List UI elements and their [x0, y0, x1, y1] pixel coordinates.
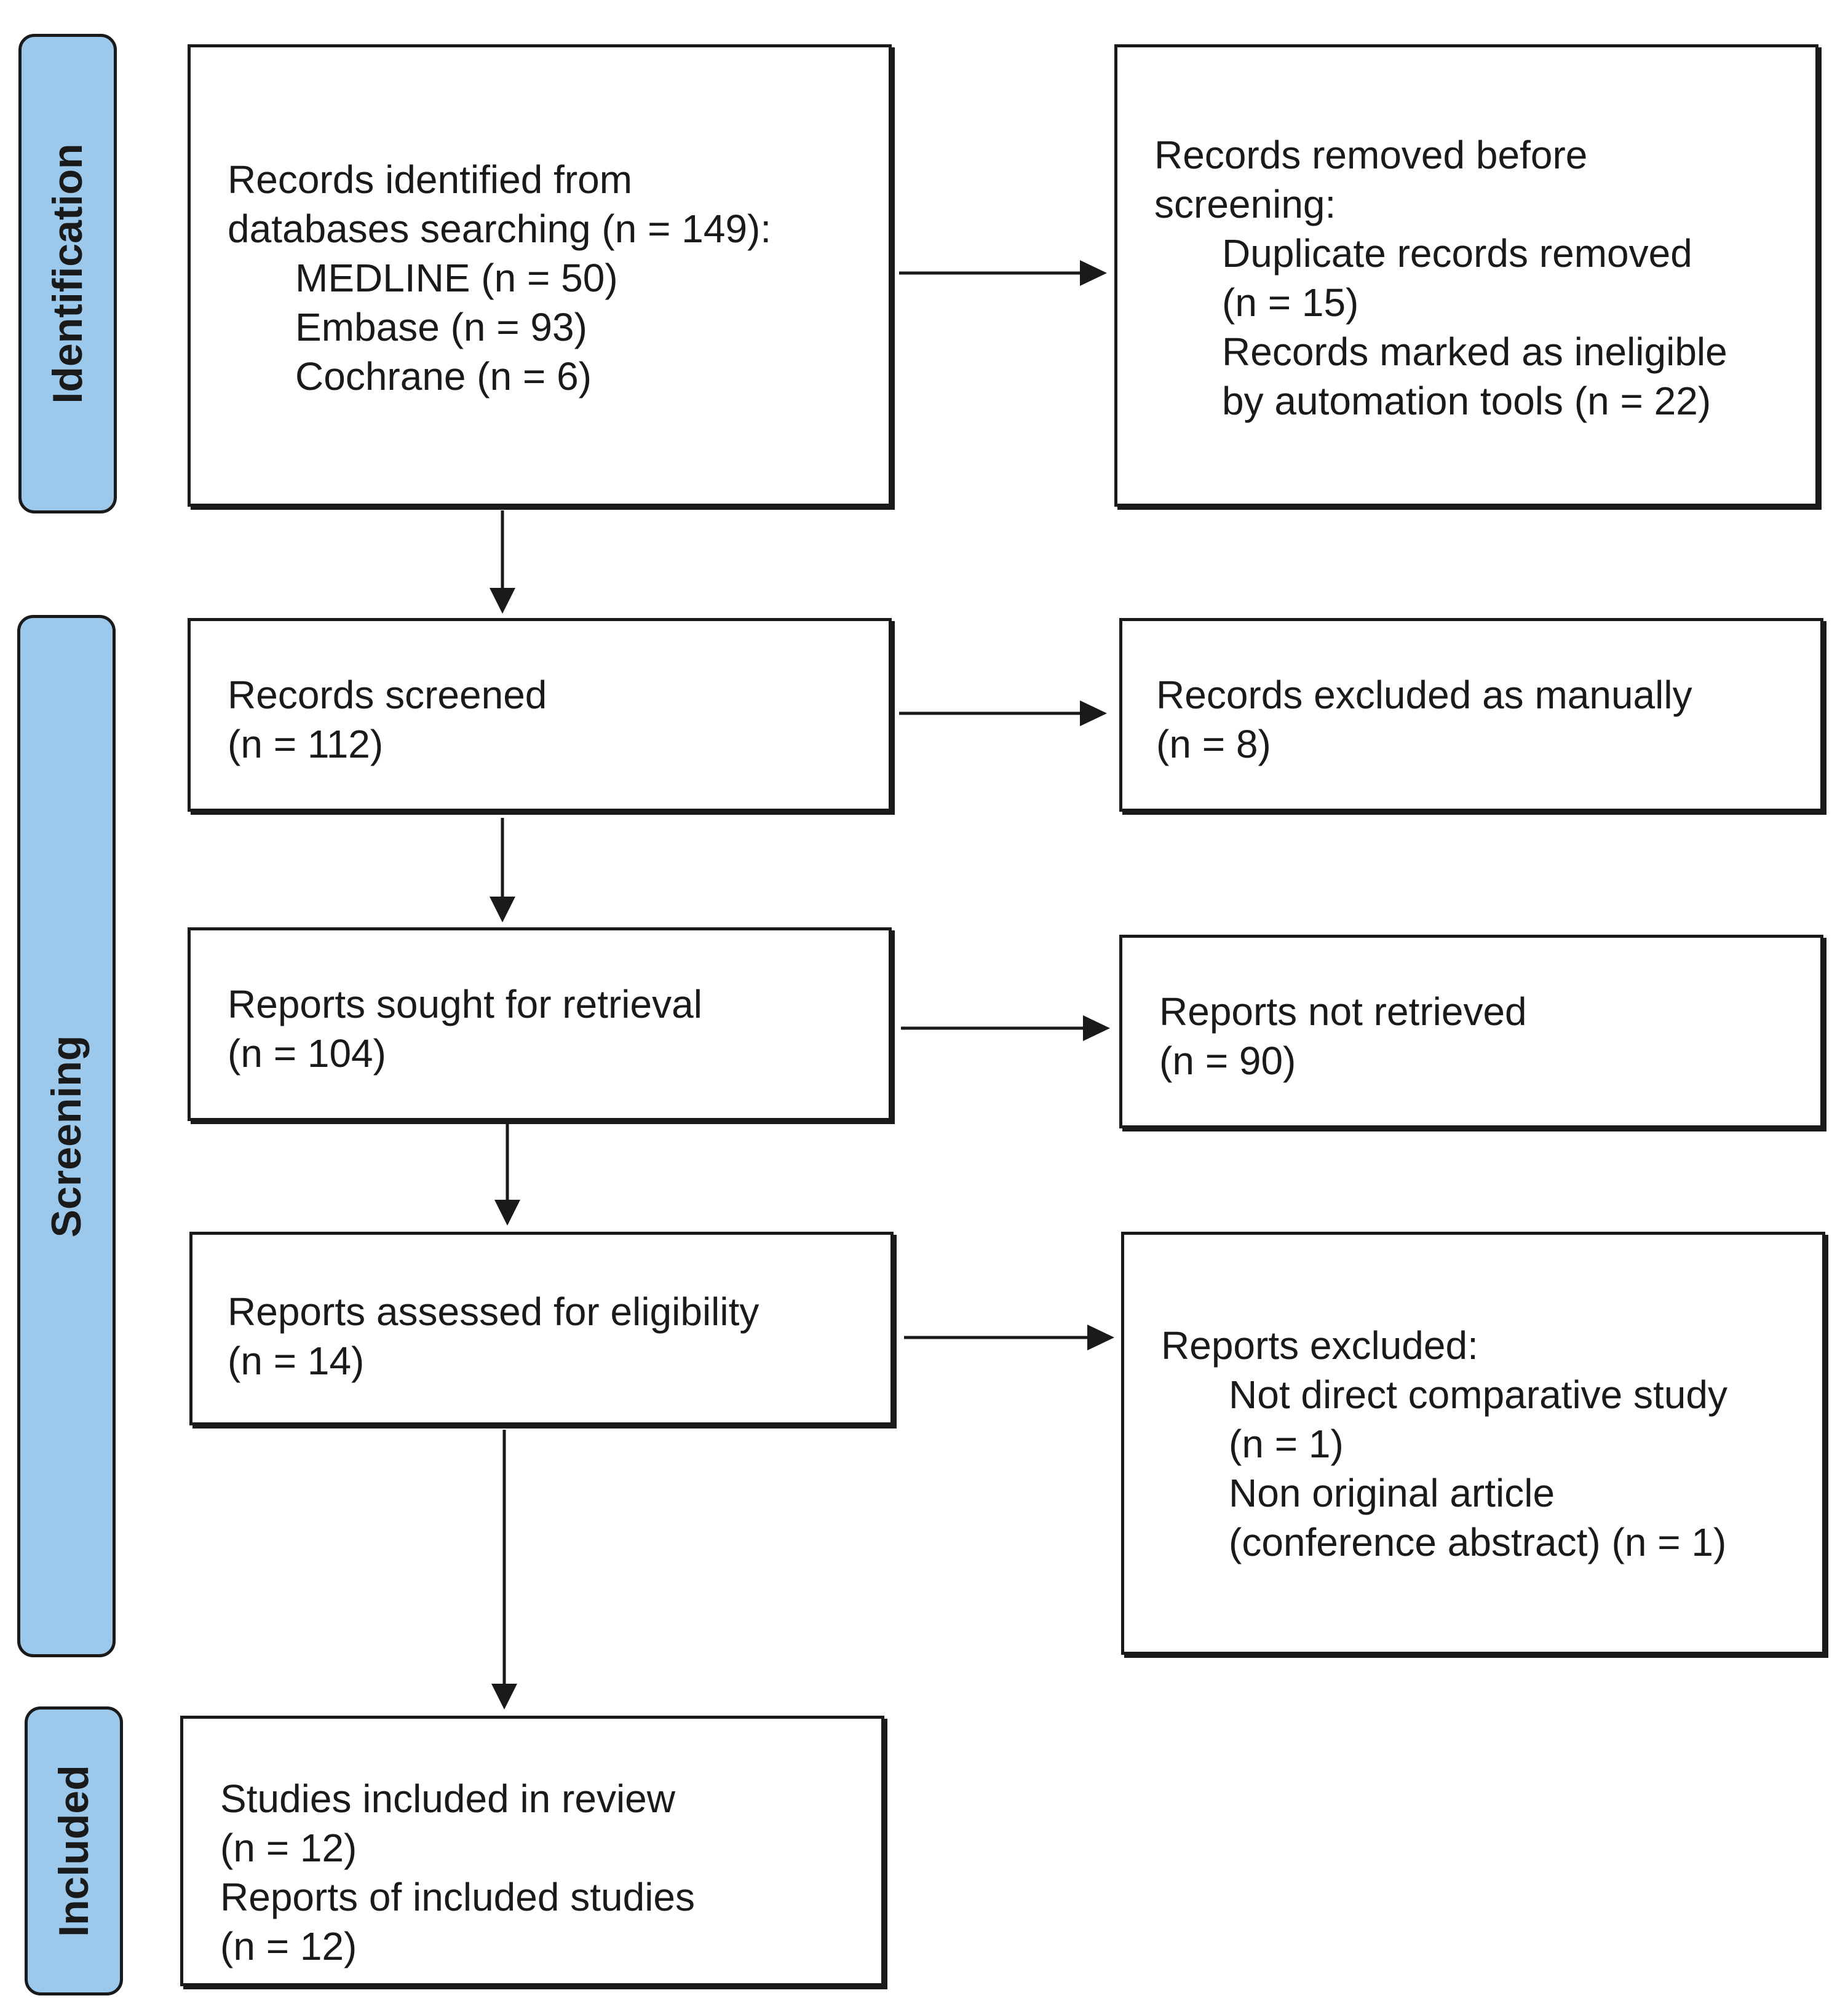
- excluded-manual-line2: (n = 8): [1156, 722, 1271, 766]
- removed-item-ineligible: Records marked as ineligible: [1222, 330, 1727, 374]
- reports-excluded-box: Reports excluded: Not direct comparative…: [1121, 1232, 1825, 1655]
- source-embase: Embase (n = 93): [295, 305, 587, 349]
- assessed-line2: (n = 14): [228, 1339, 365, 1383]
- phase-identification: Identification: [18, 34, 117, 513]
- removed-item-duplicates-count: (n = 15): [1222, 280, 1359, 325]
- phase-included: Included: [25, 1706, 123, 1995]
- included-line1: Studies included in review: [220, 1777, 675, 1821]
- identification-title-line2: databases searching (n = 149):: [228, 207, 772, 251]
- sought-box: Reports sought for retrieval (n = 104): [188, 927, 892, 1121]
- sought-line2: (n = 104): [228, 1031, 386, 1076]
- reports-excluded-item-comparative: Not direct comparative study: [1229, 1373, 1727, 1417]
- arrowhead-assessed-to-included: [491, 1684, 517, 1710]
- screened-line1: Records screened: [228, 673, 547, 717]
- excluded-manual-line1: Records excluded as manually: [1156, 673, 1692, 717]
- not-retrieved-line2: (n = 90): [1159, 1039, 1296, 1083]
- included-line4: (n = 12): [220, 1924, 357, 1968]
- arrowhead-identification-to-removed: [1080, 260, 1107, 286]
- source-medline: MEDLINE (n = 50): [295, 256, 618, 300]
- arrowhead-identification-to-screened: [490, 588, 515, 614]
- excluded-manual-box: Records excluded as manually (n = 8): [1119, 618, 1823, 812]
- arrowhead-sought-to-not-retrieved: [1083, 1015, 1110, 1041]
- reports-excluded-title: Reports excluded:: [1161, 1323, 1478, 1368]
- included-line3: Reports of included studies: [220, 1875, 695, 1919]
- removed-item-ineligible-count: by automation tools (n = 22): [1222, 379, 1711, 423]
- phase-screening: Screening: [17, 615, 116, 1657]
- removed-title-line2: screening:: [1154, 182, 1336, 226]
- screened-box: Records screened (n = 112): [188, 618, 892, 812]
- not-retrieved-box: Reports not retrieved (n = 90): [1119, 935, 1823, 1128]
- screened-line2: (n = 112): [228, 722, 384, 766]
- arrowhead-sought-to-assessed: [494, 1200, 520, 1226]
- reports-excluded-item-comparative-count: (n = 1): [1229, 1422, 1344, 1466]
- arrowhead-screened-to-sought: [490, 897, 515, 922]
- included-line2: (n = 12): [220, 1826, 357, 1870]
- reports-excluded-item-nonoriginal: Non original article: [1229, 1471, 1555, 1515]
- identification-box: Records identified from databases search…: [188, 44, 892, 507]
- sought-line1: Reports sought for retrieval: [228, 982, 702, 1026]
- removed-item-duplicates: Duplicate records removed: [1222, 231, 1692, 275]
- removed-box: Records removed before screening: Duplic…: [1114, 44, 1818, 507]
- included-box: Studies included in review (n = 12) Repo…: [180, 1716, 884, 1986]
- arrowhead-screened-to-excluded: [1080, 700, 1107, 726]
- reports-excluded-item-nonoriginal-count: (conference abstract) (n = 1): [1229, 1520, 1727, 1564]
- removed-title-line1: Records removed before: [1154, 133, 1588, 177]
- not-retrieved-line1: Reports not retrieved: [1159, 989, 1527, 1034]
- assessed-line1: Reports assessed for eligibility: [228, 1290, 759, 1334]
- arrowhead-assessed-to-reports-excluded: [1087, 1325, 1114, 1350]
- assessed-box: Reports assessed for eligibility (n = 14…: [189, 1232, 894, 1425]
- source-cochrane: Cochrane (n = 6): [295, 354, 592, 398]
- identification-title-line1: Records identified from: [228, 157, 633, 202]
